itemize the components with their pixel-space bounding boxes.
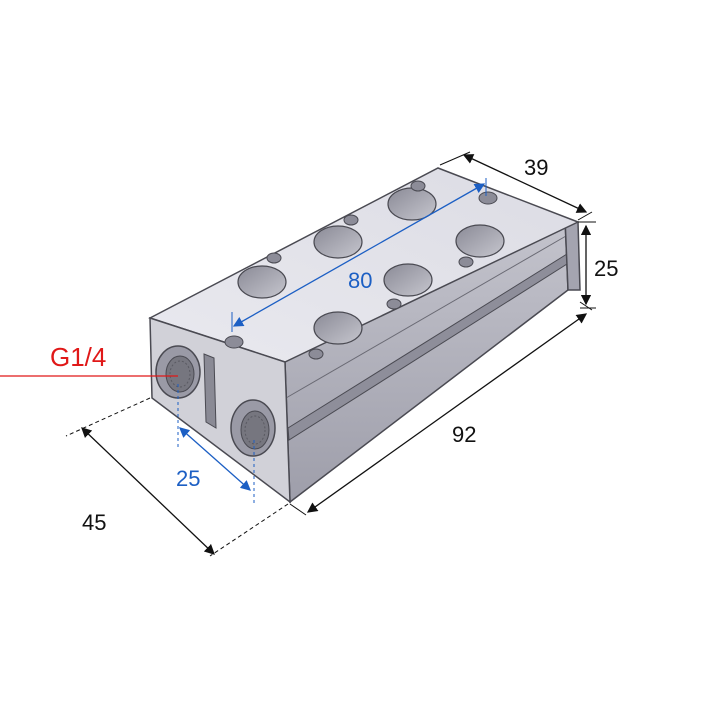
dim-pitch: 25 [176, 384, 255, 504]
dim-hole-spacing-label: 80 [348, 268, 372, 293]
dim-depth: 45 [65, 397, 289, 557]
port-right [230, 399, 276, 457]
dim-height-label: 25 [594, 256, 618, 281]
end-face-right [564, 216, 581, 291]
front-slot [203, 353, 217, 429]
dim-length-label: 92 [452, 422, 476, 447]
dim-width-label: 39 [524, 155, 548, 180]
dim-width: 39 [439, 151, 593, 221]
dim-height: 25 [578, 221, 618, 309]
dim-pitch-label: 25 [176, 466, 200, 491]
dim-depth-label: 45 [82, 510, 106, 535]
port-left [155, 345, 201, 399]
dim-length: 92 [289, 301, 593, 516]
thread-label: G1/4 [50, 342, 106, 372]
thread-callout: G1/4 [0, 342, 178, 377]
dim-hole-spacing: 80 [231, 178, 487, 332]
